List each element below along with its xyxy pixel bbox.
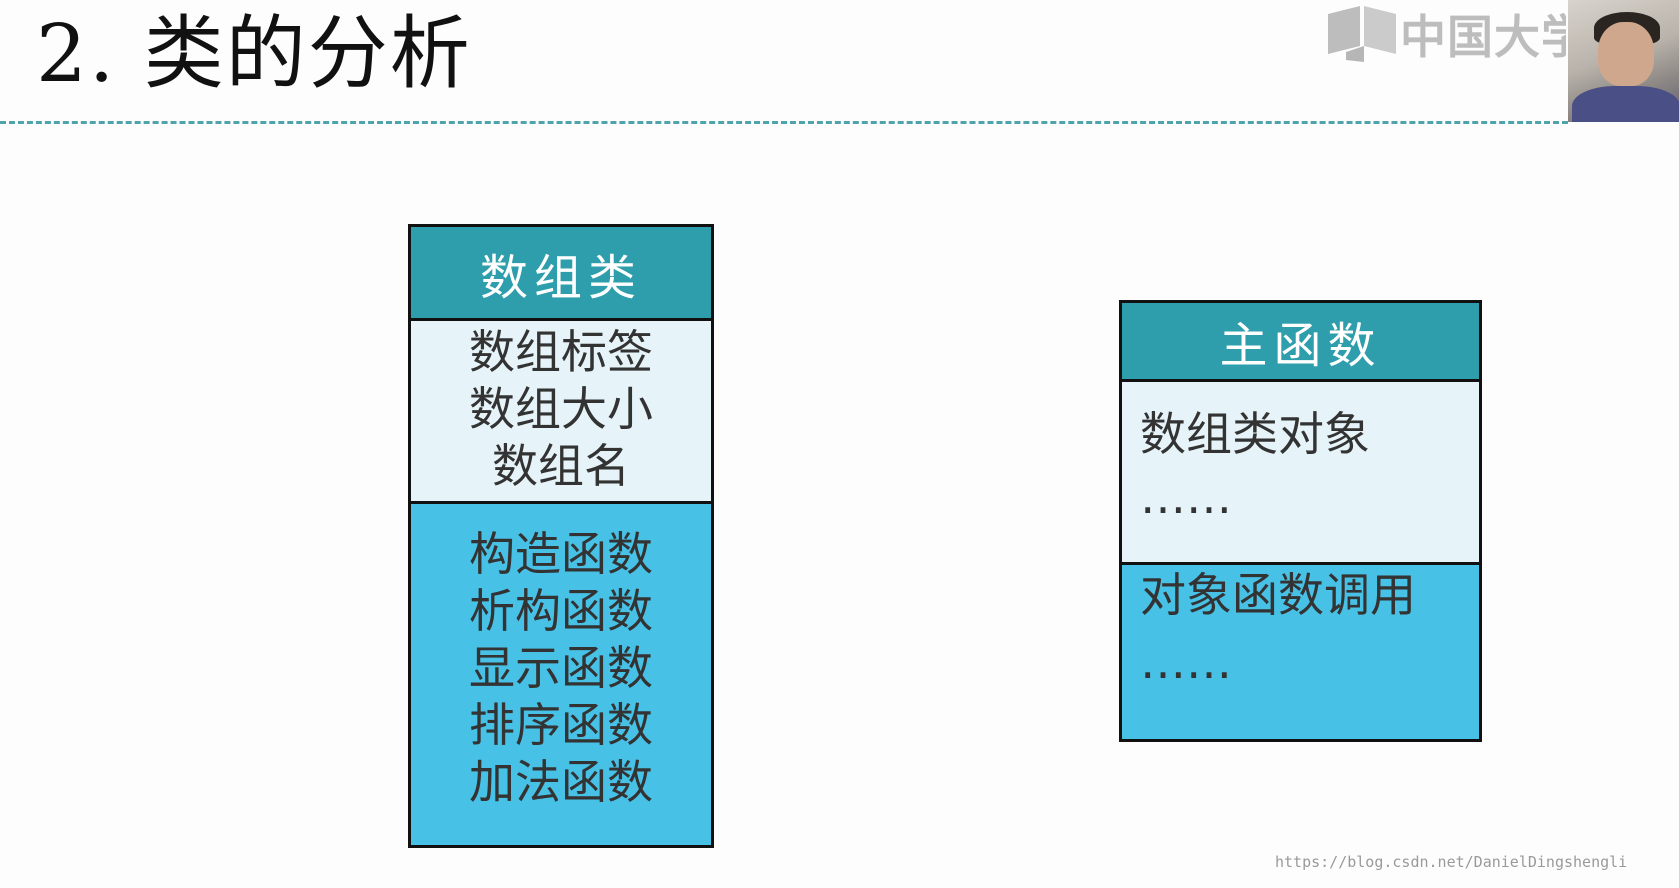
main-function-box: 主函数 数组类对象 …… 对象函数调用 …… <box>1119 300 1482 742</box>
presenter-video <box>1568 0 1679 122</box>
watermark-text: 中国大学MOOC <box>1400 10 1566 64</box>
book-icon <box>1328 6 1396 62</box>
mooc-watermark: 中国大学MOOC <box>1326 4 1566 64</box>
ellipsis-item: …… <box>1140 470 1232 524</box>
array-class-box: 数组类 数组标签 数组大小 数组名 构造函数 析构函数 显示函数 排序函数 加法… <box>408 224 714 848</box>
method-item: 构造函数 <box>469 527 653 581</box>
method-item: 加法函数 <box>469 755 653 809</box>
attribute-item: 数组大小 <box>469 382 653 436</box>
ellipsis-item: …… <box>1140 635 1232 689</box>
attribute-item: 数组类对象 <box>1140 407 1370 461</box>
presenter-face <box>1598 22 1654 86</box>
main-function-attributes: 数组类对象 …… <box>1122 382 1479 565</box>
main-function-name: 主函数 <box>1122 303 1479 382</box>
method-item: 排序函数 <box>469 698 653 752</box>
attribute-item: 数组名 <box>492 439 630 493</box>
attribute-item: 数组标签 <box>469 325 653 379</box>
array-class-name: 数组类 <box>411 227 711 321</box>
presenter-shirt <box>1572 86 1679 122</box>
method-item: 析构函数 <box>469 584 653 638</box>
array-class-attributes: 数组标签 数组大小 数组名 <box>411 321 711 504</box>
array-class-methods: 构造函数 析构函数 显示函数 排序函数 加法函数 <box>411 504 711 845</box>
method-item: 显示函数 <box>469 641 653 695</box>
source-url: https://blog.csdn.net/DanielDingshengli <box>1275 853 1628 871</box>
title-divider <box>0 121 1568 124</box>
main-function-methods: 对象函数调用 …… <box>1122 565 1479 739</box>
slide-title: 2. 类的分析 <box>36 7 472 100</box>
method-item: 对象函数调用 <box>1140 568 1416 622</box>
